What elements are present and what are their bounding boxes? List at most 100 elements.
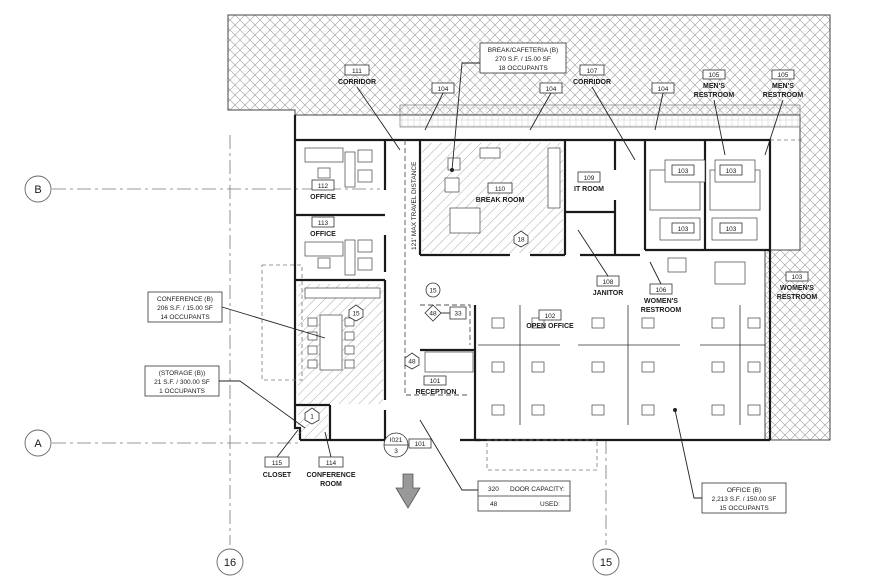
max-travel-distance-label: 121' MAX TRAVEL DISTANCE xyxy=(411,161,418,250)
room-106: 106 WOMEN'S RESTROOM xyxy=(641,283,682,314)
callout-storage: (STORAGE (B)) 21 S.F. / 300.00 SF 1 OCCU… xyxy=(144,365,306,429)
callout-conference-line1: CONFERENCE (B) xyxy=(157,296,213,303)
room-111-name: CORRIDOR xyxy=(338,79,376,86)
grid-bubble-15: 15 xyxy=(592,548,620,576)
callout-conference-line3: 14 OCCUPANTS xyxy=(160,314,210,321)
occupant-101: 101 xyxy=(415,441,426,448)
breakroom-floor-hatch xyxy=(422,143,563,253)
room-108-name: JANITOR xyxy=(593,290,624,297)
exit-arrow-icon xyxy=(395,473,421,509)
grid-bubble-a: A xyxy=(24,429,52,457)
egress-path xyxy=(404,140,471,396)
room-102-number: 102 xyxy=(545,313,556,320)
fixture-tag-1: 103 xyxy=(678,168,689,175)
room-104-c: 104 xyxy=(651,82,675,94)
callout-office: OFFICE (B) 2,213 S.F. / 150.00 SF 15 OCC… xyxy=(673,408,787,514)
room-105b-number: 105 xyxy=(778,72,789,79)
dashed-outlines xyxy=(261,139,805,471)
room-105-b: 105 MEN'S RESTROOM xyxy=(763,69,803,99)
room-106-name: WOMEN'S xyxy=(644,298,678,305)
grid-label-16: 16 xyxy=(224,557,236,569)
room-115-name: CLOSET xyxy=(263,472,292,479)
room-104-a: 104 xyxy=(431,82,455,94)
callout-storage-line3: 1 OCCUPANTS xyxy=(159,388,205,395)
room-107-number: 107 xyxy=(587,68,598,75)
occupant-markers: 15 48 33 15 48 18 1 101 xyxy=(304,230,529,449)
occupant-15b: 15 xyxy=(352,311,360,318)
open-office-workstations xyxy=(478,257,765,425)
room-105b-name: MEN'S xyxy=(772,83,794,90)
grid-bubble-16: 16 xyxy=(216,548,244,576)
fixture-tag-4: 103 xyxy=(726,226,737,233)
room-106-number: 106 xyxy=(656,287,667,294)
room-114-name: CONFERENCE xyxy=(306,472,355,479)
grid-bubble-b: B xyxy=(24,175,52,203)
room-106-name2: RESTROOM xyxy=(641,307,682,314)
door-capacity-value: 320 xyxy=(488,486,499,493)
callout-office-line3: 15 OCCUPANTS xyxy=(719,505,769,512)
room-110-name: BREAK ROOM xyxy=(476,197,525,204)
fixture-tag-3: 103 xyxy=(678,226,689,233)
room-111-number: 111 xyxy=(352,68,362,75)
room-113-number: 113 xyxy=(318,220,329,227)
door-capacity-box: 320 DOOR CAPACITY: 48 USED: xyxy=(419,419,571,512)
room-103-name: WOMEN'S xyxy=(780,285,814,292)
room-115-number: 115 xyxy=(272,460,283,467)
door-used-value: 48 xyxy=(490,501,498,508)
occupant-48: 48 xyxy=(429,311,437,318)
door-capacity-label: DOOR CAPACITY: xyxy=(510,486,565,493)
room-107: 107 CORRIDOR xyxy=(573,64,611,86)
room-103-name2: RESTROOM xyxy=(777,294,818,301)
room-109: 109 IT ROOM xyxy=(574,171,604,193)
room-109-name: IT ROOM xyxy=(574,186,604,193)
room-114: 114 CONFERENCE ROOM xyxy=(306,456,356,488)
exit-number: 3 xyxy=(394,448,398,455)
occupant-1: 1 xyxy=(310,414,314,421)
room-111: 111 CORRIDOR xyxy=(338,64,376,86)
callout-break-cafeteria: BREAK/CAFETERIA (B) 270 S.F. / 15.00 SF … xyxy=(450,42,567,172)
room-105a-number: 105 xyxy=(709,72,720,79)
room-101-name: RECEPTION xyxy=(416,389,457,396)
room-114-name2: ROOM xyxy=(320,481,342,488)
room-103-number: 103 xyxy=(792,274,803,281)
callout-break-line3: 18 OCCUPANTS xyxy=(498,65,548,72)
room-112-number: 112 xyxy=(318,183,329,190)
breakroom-furniture xyxy=(444,147,561,234)
room-113-name: OFFICE xyxy=(310,231,336,238)
occupant-18: 18 xyxy=(517,237,525,244)
room-112-name: OFFICE xyxy=(310,194,336,201)
grid-label-a: A xyxy=(34,438,42,450)
occupant-15: 15 xyxy=(429,288,437,295)
room-110-number: 110 xyxy=(495,186,506,193)
occupant-33: 33 xyxy=(454,311,462,318)
room-102: 102 OPEN OFFICE xyxy=(526,309,574,330)
callout-storage-line2: 21 S.F. / 300.00 SF xyxy=(154,379,210,386)
door-used-label: USED: xyxy=(540,501,560,508)
room-110: 110 BREAK ROOM xyxy=(476,182,525,204)
room-104a-number: 104 xyxy=(438,86,449,93)
room-102-name: OPEN OFFICE xyxy=(526,323,574,330)
room-105-a: 105 MEN'S RESTROOM xyxy=(694,69,735,99)
conference-furniture xyxy=(304,287,381,371)
fixture-tags: 103 103 103 103 xyxy=(671,164,743,234)
office-furniture xyxy=(304,147,373,276)
room-114-number: 114 xyxy=(326,460,337,467)
exit-id: I021 xyxy=(390,437,403,444)
room-104b-number: 104 xyxy=(546,86,557,93)
fixture-tag-2: 103 xyxy=(726,168,737,175)
exit-marker: I021 3 xyxy=(383,432,421,509)
grid-lines xyxy=(52,135,607,545)
room-105a-name2: RESTROOM xyxy=(694,92,735,99)
grid-label-b: B xyxy=(34,184,41,196)
room-109-number: 109 xyxy=(584,175,595,182)
room-107-name: CORRIDOR xyxy=(573,79,611,86)
callout-break-line2: 270 S.F. / 15.00 SF xyxy=(495,56,551,63)
callout-office-line1: OFFICE (B) xyxy=(727,487,761,494)
callout-conference: CONFERENCE (B) 206 S.F. / 15.00 SF 14 OC… xyxy=(147,291,326,339)
room-104-b: 104 xyxy=(539,82,563,94)
room-112: 112 OFFICE xyxy=(310,179,336,201)
callout-storage-line1: (STORAGE (B)) xyxy=(159,370,205,377)
callout-office-line2: 2,213 S.F. / 150.00 SF xyxy=(712,496,777,503)
callout-conference-line2: 206 S.F. / 15.00 SF xyxy=(157,305,213,312)
